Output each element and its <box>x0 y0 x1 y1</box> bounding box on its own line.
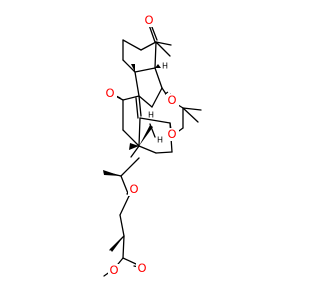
oxygen-label: O <box>167 93 176 107</box>
atom-labels: O O O O O O O H H H <box>104 13 179 277</box>
hydrogen-label: H <box>148 111 154 120</box>
structure-diagram: O O O O O O O H H H <box>103 13 202 277</box>
oxygen-label: O <box>137 261 146 275</box>
oxygen-label: O <box>129 182 138 196</box>
oxygen-label: O <box>105 86 114 100</box>
hydrogen-label: H <box>162 62 168 71</box>
hydrogen-label: H <box>157 136 163 145</box>
oxygen-label: O <box>109 263 118 277</box>
bonds <box>103 21 202 277</box>
oxygen-label: O <box>144 13 153 27</box>
oxygen-label: O <box>167 127 176 141</box>
